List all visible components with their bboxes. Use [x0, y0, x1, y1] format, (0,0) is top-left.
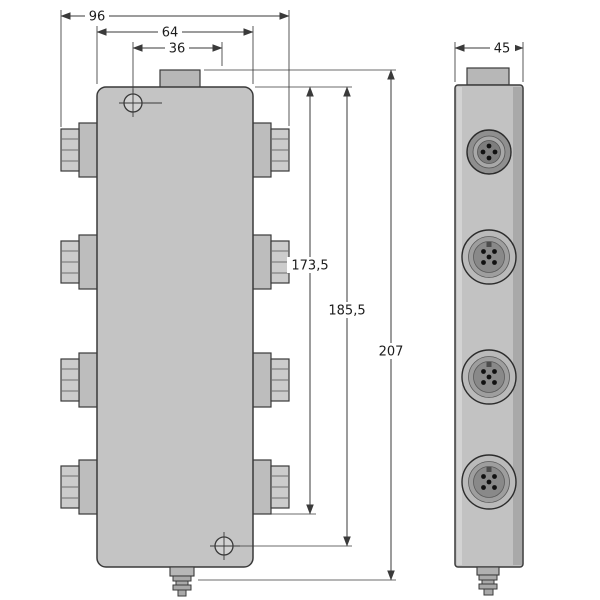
connector-port-left-4 [60, 459, 99, 515]
dim-height-to-screw: 185,5 [324, 86, 370, 547]
mounting-screw-top [119, 89, 162, 117]
top-gland-front [159, 69, 201, 89]
mounting-screw-bottom [210, 532, 240, 560]
front-view [60, 69, 290, 597]
connector-port-left-2 [60, 234, 99, 290]
connector-port-right-2 [251, 234, 290, 290]
dim-height-to-connector: 173,5 [287, 86, 333, 515]
body-side-highlight [457, 87, 462, 565]
connector-port-left-3 [60, 352, 99, 408]
connector-port-right-4 [251, 459, 290, 515]
dim-body-width: 64 [96, 25, 254, 41]
connector-port-left-1 [60, 122, 99, 178]
side-dimensions: 45 [454, 41, 524, 82]
dim-label-overall-height: 207 [379, 345, 404, 360]
dim-label-body-width: 64 [162, 26, 179, 41]
vent-nipple-front [172, 575, 192, 597]
m12-connector-2 [461, 349, 517, 405]
dim-screw-spacing-width: 36 [132, 41, 223, 57]
dim-overall-width: 96 [60, 9, 290, 25]
front-dimensions: 96 64 36 173,5 185,5 [60, 9, 409, 581]
dim-overall-height: 207 [373, 69, 409, 581]
dim-label-side-width: 45 [494, 42, 511, 57]
dim-label-overall-width: 96 [89, 10, 106, 25]
m8-connector-1 [466, 129, 512, 175]
dim-label-screw-spacing-width: 36 [169, 42, 186, 57]
connector-port-right-3 [251, 352, 290, 408]
connector-port-right-1 [251, 122, 290, 178]
body-side-shade [513, 87, 522, 565]
side-view [454, 67, 524, 596]
bottom-stub-side [476, 566, 500, 576]
top-gland-side [466, 67, 510, 86]
dim-label-height-to-screw: 185,5 [328, 304, 365, 319]
vent-nipple-side [478, 574, 498, 596]
m12-connector-1 [461, 229, 517, 285]
housing-body-front [96, 86, 254, 568]
dim-side-width: 45 [454, 41, 524, 57]
m12-connector-3 [461, 454, 517, 510]
dim-label-height-to-connector: 173,5 [291, 259, 328, 274]
bottom-stub-front [169, 566, 195, 577]
